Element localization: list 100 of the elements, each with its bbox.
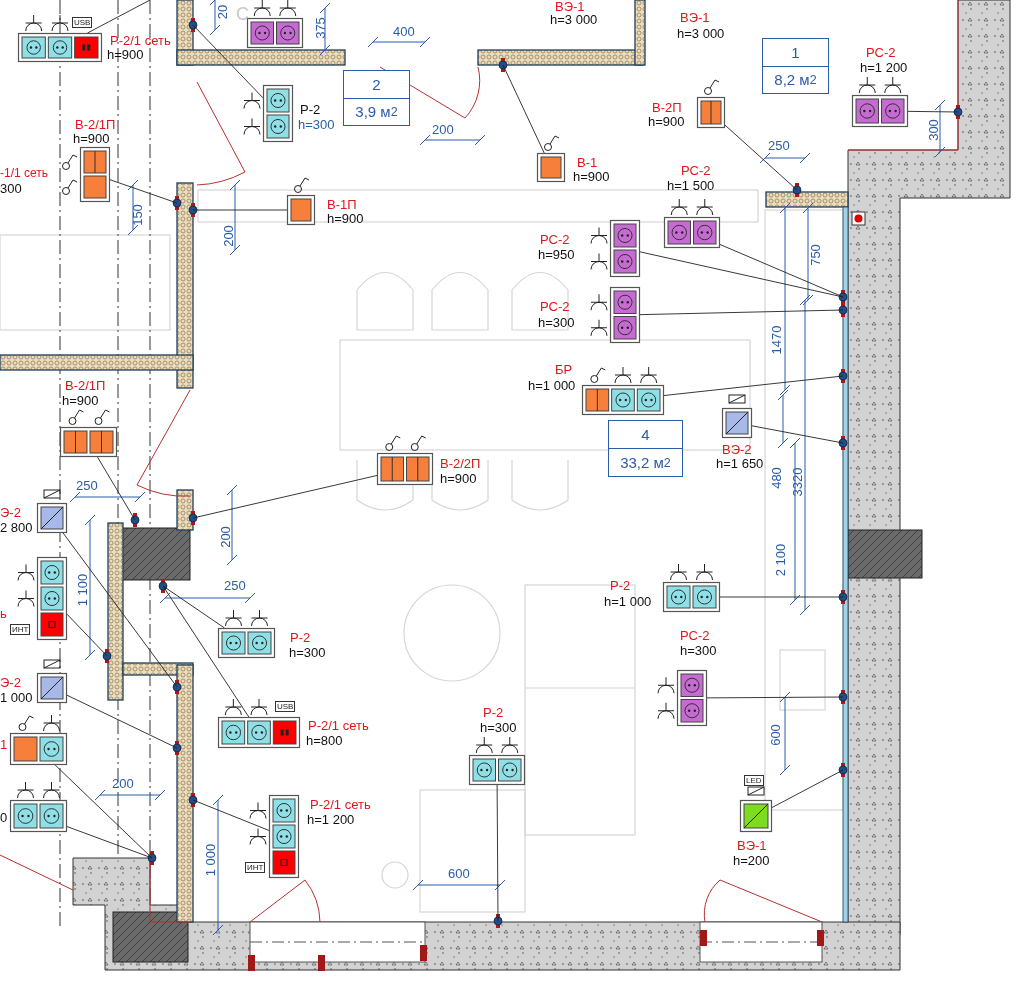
room-number: 2 bbox=[344, 71, 409, 99]
mounting-height: h=1 200 bbox=[307, 812, 355, 827]
mounting-height: h=900 bbox=[573, 169, 610, 184]
leader-line bbox=[97, 456, 136, 521]
dimension-value: 2 100 bbox=[772, 543, 788, 577]
dimension-value: 750 bbox=[807, 244, 823, 266]
device-mark: В-2/1П bbox=[75, 117, 116, 132]
device-mark: Р-2/1 сеть bbox=[110, 33, 171, 48]
mounting-height: 0 bbox=[0, 810, 8, 825]
leader-line bbox=[192, 799, 270, 831]
leader-line bbox=[719, 244, 844, 298]
device-tag: USB bbox=[72, 17, 93, 28]
mounting-height: h=900 bbox=[62, 393, 99, 408]
dimension-value: 200 bbox=[112, 776, 134, 791]
mounting-height: 2 800 bbox=[0, 520, 33, 535]
device-mark: ВЭ-2 bbox=[722, 442, 752, 457]
device-mark: Р-2/1 сеть bbox=[308, 718, 369, 733]
dimension-value: 400 bbox=[393, 24, 415, 39]
leader-line bbox=[751, 425, 844, 444]
leader-line bbox=[66, 613, 108, 657]
leader-line bbox=[192, 209, 288, 211]
device-mark: В-1П bbox=[327, 197, 357, 212]
device-mark: ВЭ-1 bbox=[680, 10, 710, 25]
mounting-height: h=300 bbox=[298, 117, 335, 132]
leader-line bbox=[907, 110, 959, 113]
mounting-height: h=900 bbox=[73, 131, 110, 146]
mounting-height: h=950 bbox=[538, 247, 575, 262]
mounting-height: h=900 bbox=[107, 47, 144, 62]
device-mark: В-2П bbox=[652, 100, 682, 115]
dimension-value: 600 bbox=[448, 866, 470, 881]
dimension-value: 200 bbox=[432, 122, 454, 137]
mounting-height: h=1 500 bbox=[667, 178, 715, 193]
leader-line bbox=[502, 64, 545, 154]
dimension-value: 375 bbox=[312, 17, 328, 39]
dimension-value: 250 bbox=[76, 478, 98, 493]
leader-line bbox=[66, 694, 178, 749]
dimension-value: 300 bbox=[925, 119, 941, 141]
device-tag: LED bbox=[744, 775, 764, 786]
dimension-value: 480 bbox=[768, 467, 784, 489]
mounting-height: h=300 bbox=[480, 720, 517, 735]
device-mark: В-2/2П bbox=[440, 456, 481, 471]
room-number: 4 bbox=[609, 421, 682, 449]
leader-line bbox=[192, 24, 264, 99]
leader-line bbox=[639, 309, 844, 316]
device-mark: Э-2 bbox=[0, 675, 21, 690]
leader-line bbox=[62, 532, 178, 688]
mounting-height: h=900 bbox=[327, 211, 364, 226]
leader-line bbox=[162, 585, 250, 718]
device-mark: Р-2 bbox=[300, 102, 321, 117]
device-mark: ь bbox=[0, 606, 7, 621]
mounting-height: h=1 000 bbox=[528, 378, 576, 393]
device-mark: ВЭ-1 bbox=[737, 838, 767, 853]
leader-line bbox=[771, 769, 844, 808]
room-number: 1 bbox=[763, 39, 828, 67]
leader-line bbox=[192, 475, 378, 519]
mounting-height: h=300 bbox=[538, 315, 575, 330]
mounting-height: h=900 bbox=[440, 471, 477, 486]
device-mark: БР bbox=[555, 362, 573, 377]
dimension-value: 250 bbox=[768, 138, 790, 153]
dimension-value: 3320 bbox=[789, 467, 805, 497]
mounting-height: h=900 bbox=[648, 114, 685, 129]
device-mark: РС-2 bbox=[866, 45, 896, 60]
leader-line bbox=[496, 784, 499, 922]
mounting-height: h=200 bbox=[733, 853, 770, 868]
mounting-height: h=300 bbox=[289, 645, 326, 660]
mounting-height: h=300 bbox=[680, 643, 717, 658]
mounting-height: h=1 200 bbox=[860, 60, 908, 75]
dimension-value: 150 bbox=[129, 204, 145, 226]
dimension-value: 1 000 bbox=[202, 843, 218, 877]
dimension-value: 600 bbox=[767, 724, 783, 746]
leader-line bbox=[639, 251, 844, 298]
dimension-value: 20 bbox=[214, 4, 230, 20]
device-mark: Р-2 bbox=[610, 578, 631, 593]
device-tag: USB bbox=[275, 701, 296, 712]
device-mark: В-1 bbox=[577, 155, 598, 170]
leader-line bbox=[66, 826, 153, 859]
mounting-height: h=800 bbox=[306, 733, 343, 748]
dimension-value: 1 100 bbox=[74, 573, 90, 607]
device-mark: РС-2 bbox=[680, 628, 710, 643]
device-mark: РС-2 bbox=[540, 299, 570, 314]
device-mark: Р-2 bbox=[290, 630, 311, 645]
device-mark: Э-2 bbox=[0, 505, 21, 520]
device-mark: РС-2 bbox=[681, 163, 711, 178]
mounting-height: h=1 000 bbox=[604, 594, 652, 609]
mounting-height: h=1 650 bbox=[716, 456, 764, 471]
device-mark: Р-2 bbox=[483, 705, 504, 720]
dimension-value: 200 bbox=[217, 526, 233, 548]
dimension-value: 1470 bbox=[768, 325, 784, 355]
leader-line bbox=[724, 124, 798, 191]
leader-line bbox=[87, 0, 151, 34]
device-mark: ВЭ-1 bbox=[555, 0, 585, 14]
leader-line bbox=[54, 764, 153, 859]
device-mark: Р-2/1 сеть bbox=[310, 797, 371, 812]
leader-line bbox=[663, 375, 844, 396]
device-tag: ИНТ bbox=[245, 862, 266, 873]
dimension-value: 200 bbox=[220, 225, 236, 247]
leader-line bbox=[706, 696, 844, 699]
device-tag: ИНТ bbox=[10, 624, 31, 635]
mounting-height: h=3 000 bbox=[677, 26, 725, 41]
mounting-height: 300 bbox=[0, 181, 22, 196]
